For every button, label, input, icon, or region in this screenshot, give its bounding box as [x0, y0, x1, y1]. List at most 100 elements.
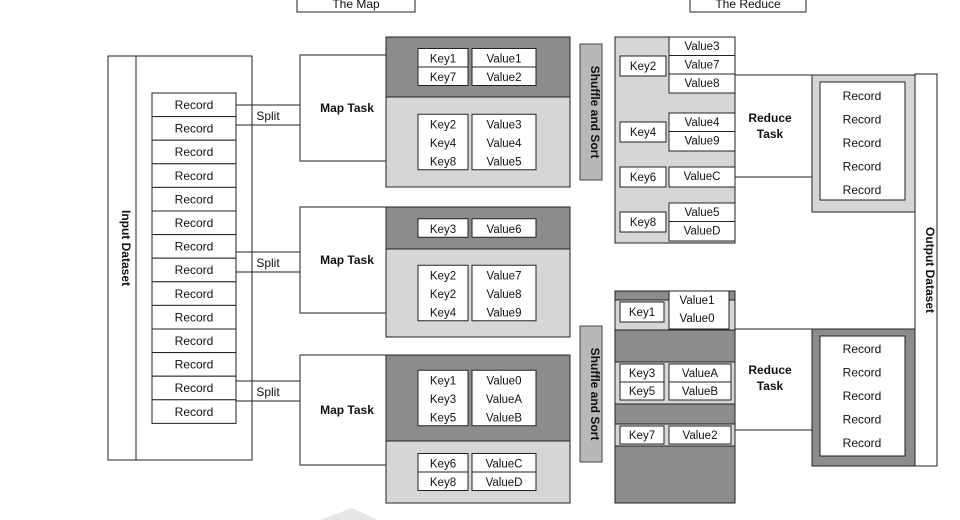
value-column — [471, 218, 537, 238]
map-key: Key4 — [430, 307, 457, 319]
input-record-label: Record — [175, 240, 214, 254]
output-records: RecordRecordRecordRecordRecordRecordReco… — [843, 89, 882, 450]
output-record-label: Record — [843, 389, 882, 403]
value-column — [471, 264, 537, 322]
reduce-value: Value9 — [685, 136, 720, 148]
reduce-header: The Reduce — [715, 0, 781, 11]
input-record — [151, 399, 237, 424]
reduce-task-label: Task — [757, 379, 784, 393]
map-key: Key1 — [430, 375, 456, 387]
watermark-shape — [320, 508, 378, 520]
output-records-box — [819, 335, 906, 457]
output-dataset-frame — [914, 73, 938, 467]
input-record-label: Record — [175, 98, 214, 112]
output-dataset-label: Output Dataset — [923, 227, 937, 313]
map-key: Key8 — [430, 156, 456, 168]
map-task-box — [299, 206, 387, 314]
map-task-label: Map Task — [320, 403, 374, 417]
shuffle-sort-bottom: Shuffle and Sort — [579, 325, 603, 463]
map-value: Value0 — [487, 375, 522, 387]
reduce-value: Value5 — [685, 207, 720, 219]
reduce-value: Value0 — [680, 313, 715, 325]
map-header: The Map — [332, 0, 380, 11]
map-key: Key8 — [430, 477, 456, 489]
map-task-box — [299, 354, 387, 466]
input-record-label: Record — [175, 169, 214, 183]
reduce-value: ValueA — [682, 368, 719, 380]
map-header-box — [296, 0, 416, 13]
input-record-label: Record — [175, 334, 214, 348]
reduce-key: Key8 — [630, 217, 656, 229]
output-record-label: Record — [843, 366, 882, 380]
input-record-label: Record — [175, 381, 214, 395]
reduce-value: Value3 — [685, 41, 720, 53]
map-key: Key2 — [430, 270, 456, 282]
shuffle-label-top: Shuffle and Sort — [588, 66, 602, 159]
key-column — [417, 264, 469, 322]
map-key: Key2 — [430, 289, 456, 301]
map-key: Key4 — [430, 138, 457, 150]
output-record-label: Record — [843, 342, 882, 356]
reduce-value-box — [668, 425, 732, 445]
reduce-key: Key2 — [630, 61, 656, 73]
input-record-label: Record — [175, 405, 214, 419]
reduce-value: Value1 — [680, 295, 715, 307]
reduce-value: Value7 — [685, 60, 720, 72]
reduce-task-label: Reduce — [748, 111, 792, 125]
reduce-value: ValueB — [682, 386, 719, 398]
map-key: Key5 — [430, 412, 456, 424]
reduce-key-box — [619, 301, 665, 323]
output-records-box — [819, 81, 906, 201]
key-column — [417, 113, 469, 171]
map-value: Value1 — [487, 54, 522, 66]
map-value: ValueC — [486, 459, 523, 471]
output-record-label: Record — [843, 89, 882, 103]
map-key: Key1 — [430, 54, 456, 66]
input-record-label: Record — [175, 263, 214, 277]
map-value: Value8 — [487, 289, 522, 301]
split-label: Split — [256, 109, 280, 123]
input-record-label: Record — [175, 192, 214, 206]
input-record-label: Record — [175, 216, 214, 230]
output-dataset: Output Dataset — [914, 73, 938, 467]
shuffle-label-bottom: Shuffle and Sort — [588, 348, 602, 441]
reduce-key-box — [619, 425, 665, 445]
reduce-key: Key5 — [629, 386, 655, 398]
map-value: Value9 — [487, 307, 522, 319]
key-column — [417, 369, 469, 427]
reduce-value: Value8 — [685, 78, 720, 90]
input-dataset-label: Input Dataset — [119, 210, 133, 286]
reduce-value: ValueC — [684, 171, 721, 183]
output-record-label: Record — [843, 436, 882, 450]
reduce-key-box — [619, 211, 667, 233]
output-record-label: Record — [843, 113, 882, 127]
map-value: ValueD — [486, 477, 523, 489]
reduce-key-box — [619, 55, 667, 77]
map-key: Key3 — [430, 224, 456, 236]
split-label: Split — [256, 256, 280, 270]
map-value: Value7 — [487, 270, 522, 282]
output-record-label: Record — [843, 183, 882, 197]
input-record-label: Record — [175, 145, 214, 159]
output-record-label: Record — [843, 160, 882, 174]
input-records: RecordRecordRecordRecordRecordRecordReco… — [151, 92, 237, 424]
output-record-label: Record — [843, 413, 882, 427]
map-task-box — [299, 54, 387, 162]
input-record-label: Record — [175, 358, 214, 372]
reduce-value: ValueD — [684, 226, 721, 238]
reduce-value: Value4 — [685, 117, 721, 129]
reduce-key: Key3 — [629, 368, 655, 380]
key-column — [417, 218, 469, 238]
input-record-label: Record — [175, 287, 214, 301]
map-task-label: Map Task — [320, 101, 374, 115]
reduce-key: Key4 — [630, 127, 657, 139]
map-value: Value4 — [487, 138, 523, 150]
map-key: Key2 — [430, 119, 456, 131]
